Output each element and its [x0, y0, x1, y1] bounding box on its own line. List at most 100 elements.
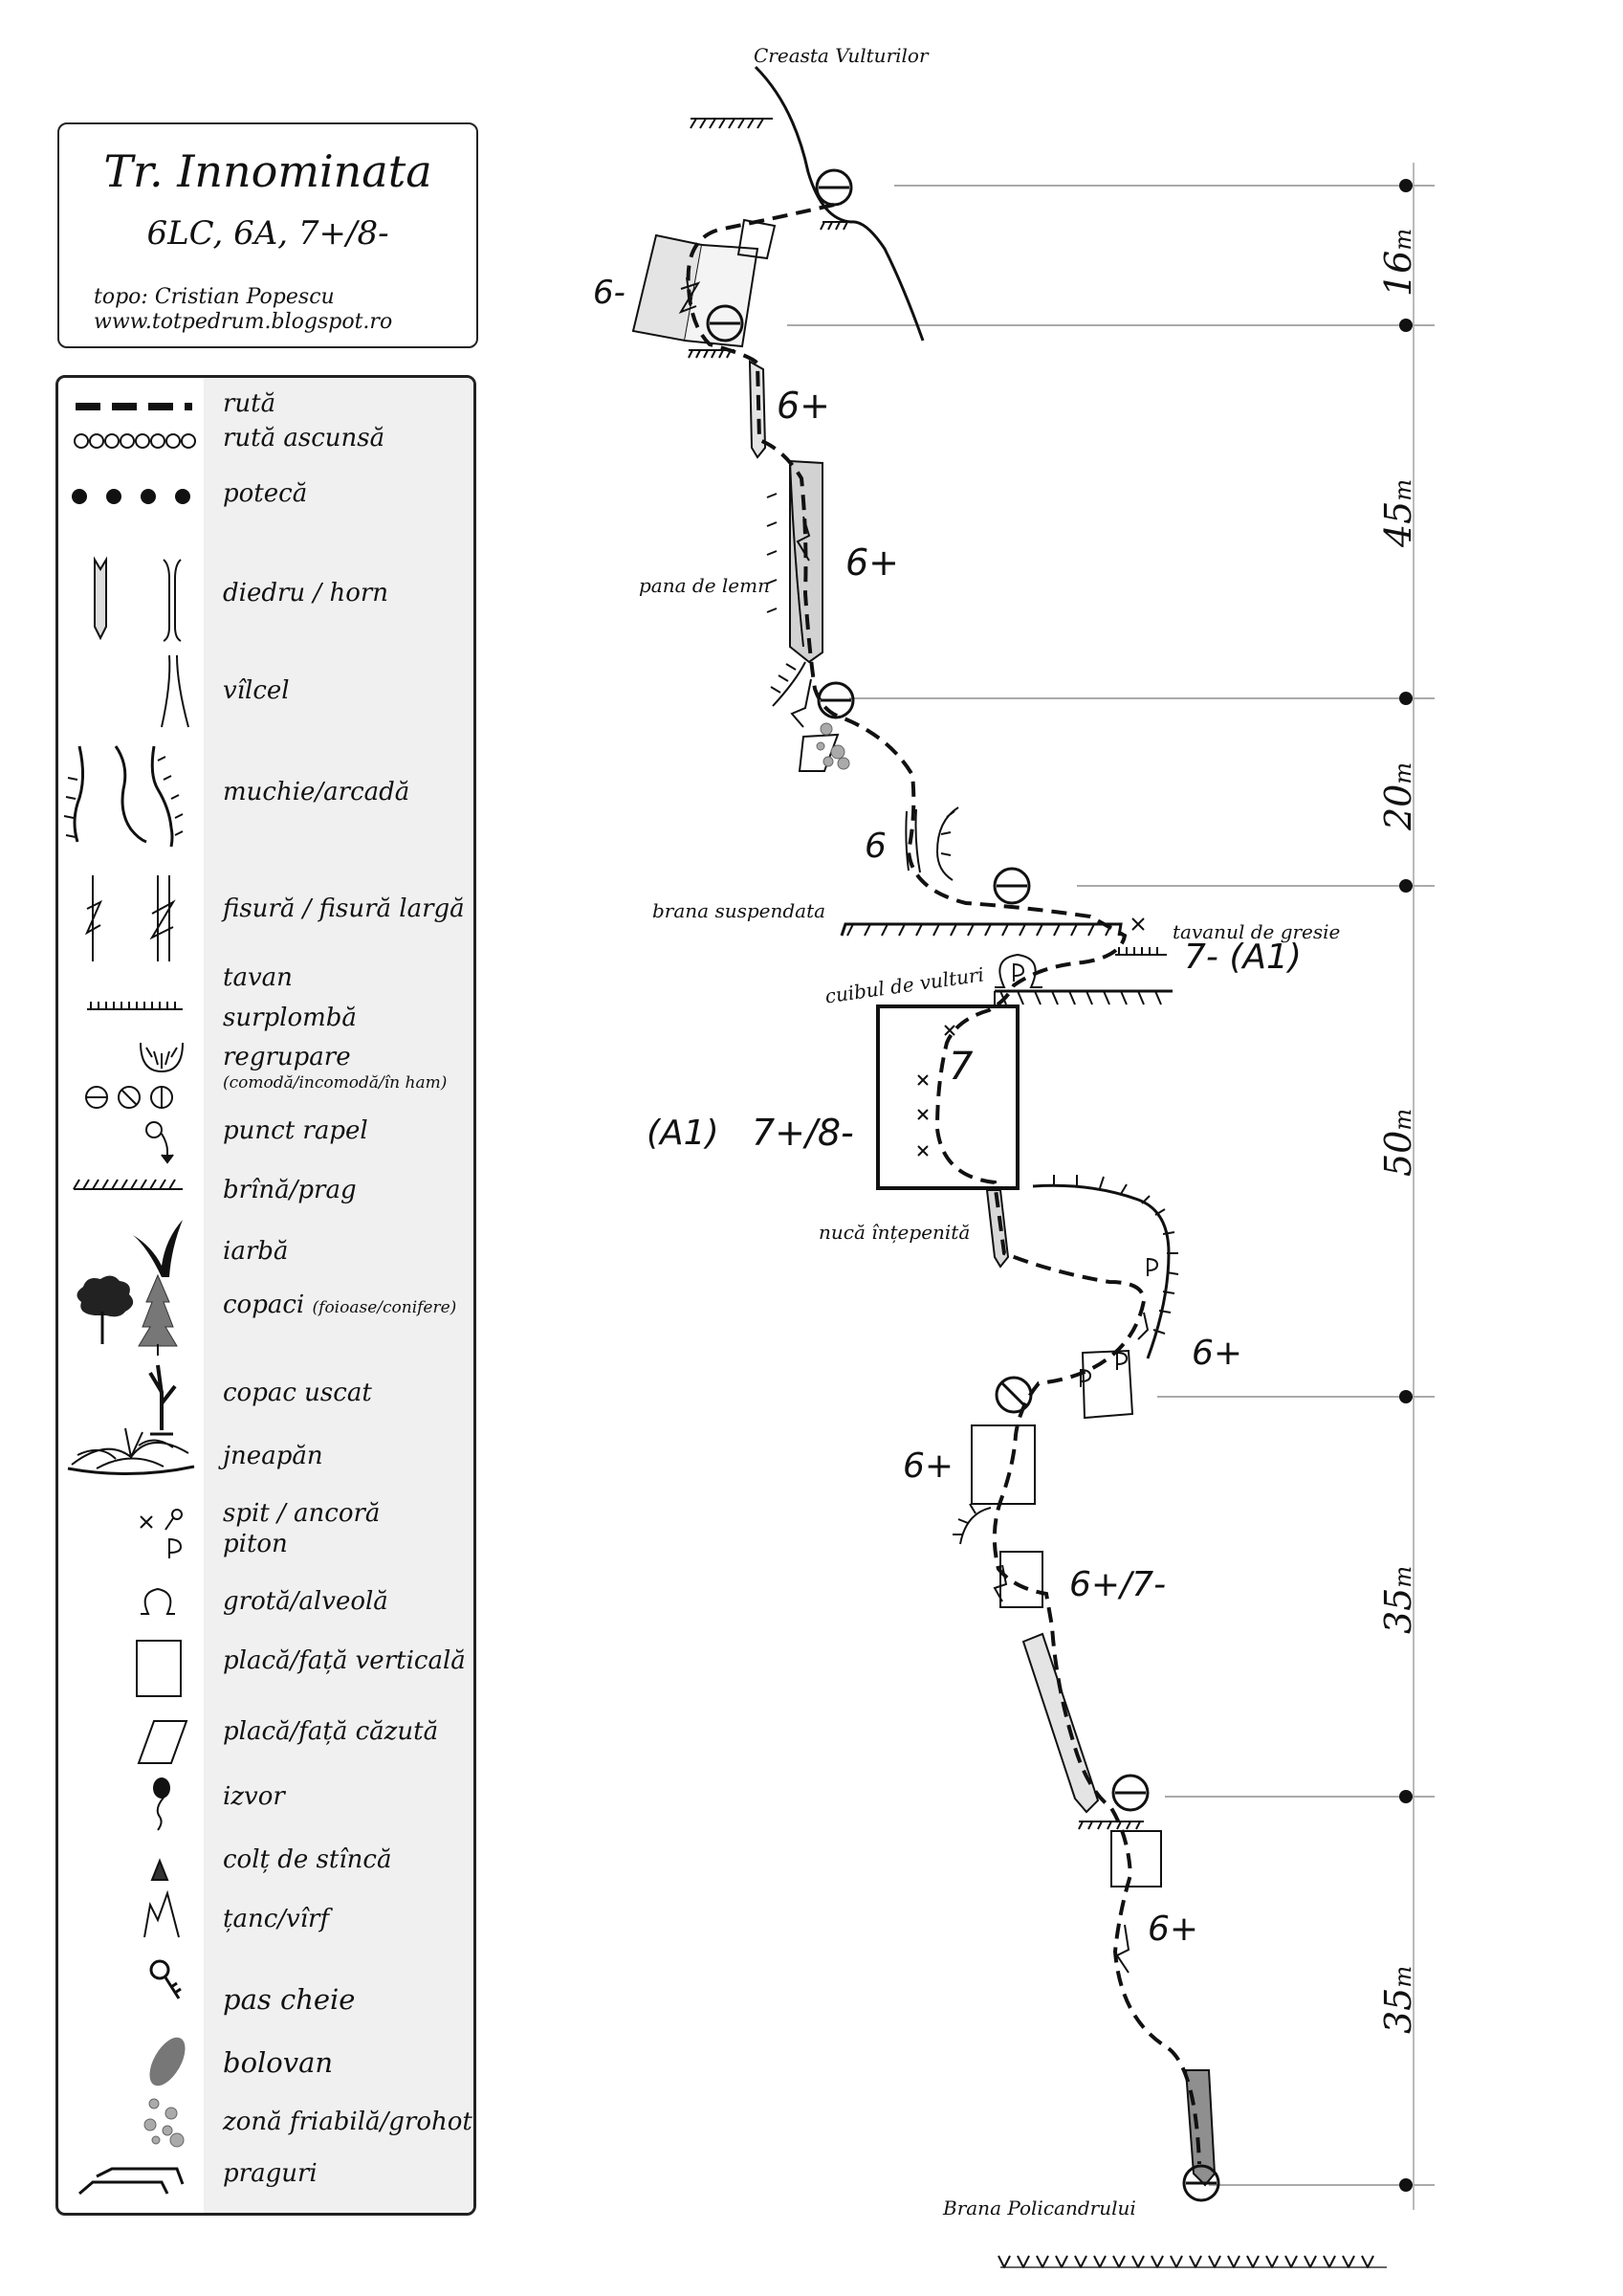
legend-label-pas-cheie: pas cheie [223, 1983, 356, 2016]
legend-label-diedru: diedru / horn [223, 579, 389, 607]
crux-slab [876, 1004, 1020, 1190]
pitch-6-slab [971, 1424, 1036, 1505]
label-brana-suspendata: brana suspendata [652, 899, 826, 922]
grade-roof: 7- (A1) [1184, 938, 1302, 977]
circle-chain-icon [74, 433, 196, 449]
distance-16: 16m [1377, 228, 1419, 297]
legend-label-spit: spit / ancoră [223, 1499, 381, 1528]
edge-arch-icon [63, 745, 184, 848]
grade-pitch-7: 6+ [1148, 1910, 1199, 1949]
gully-icon [161, 654, 189, 728]
legend-icons [63, 403, 196, 2196]
pitch-5-slab [1081, 1349, 1134, 1420]
belay-2 [706, 304, 744, 342]
scale-axis [787, 163, 1435, 2210]
legend-label-tavan: tavan [223, 963, 293, 992]
label-brana-policandrului: Brana Policandrului [943, 2197, 1136, 2219]
legend-label-izvor: izvor [223, 1782, 285, 1811]
pitch-6-overhang [953, 1503, 992, 1545]
key-icon [149, 1959, 182, 1999]
grade-aid: (A1) [647, 1114, 719, 1153]
boulder-icon [149, 2037, 186, 2086]
piton-a [1147, 1257, 1159, 1276]
trees-icon [77, 1273, 178, 1356]
grade-crux-box: 7 [949, 1045, 974, 1089]
legend-label-iarba: iarbă [223, 1237, 289, 1266]
legend-label-piton: piton [223, 1530, 288, 1558]
arch-edge [1032, 1175, 1179, 1359]
legend-label-bolovan: bolovan [223, 2046, 334, 2079]
spring-icon [153, 1777, 170, 1831]
crux-bolts [917, 1025, 955, 1157]
legend-label-ruta-ascunsa: rută ascunsă [223, 424, 385, 453]
legend-label-poteca: potecă [223, 479, 308, 508]
pinnacle-icon [143, 1889, 180, 1938]
ledge-icon [73, 1179, 183, 1190]
legend-label-brina: brînă/prag [223, 1176, 357, 1204]
label-nuca-intepenita: nucă înțepenită [819, 1221, 971, 1244]
legend-label-colt: colț de stîncă [223, 1845, 392, 1874]
legend-label-grota: grotă/alveolă [223, 1587, 388, 1616]
route-title: Tr. Innominata [103, 145, 432, 197]
bolt-anchor-icon [140, 1509, 183, 1531]
pitch-8-ledge [1078, 1821, 1162, 1974]
dwarf-pine-icon [67, 1427, 195, 1475]
grade-pitch-1: 6- [593, 274, 625, 312]
credit-author: topo: Cristian Popescu [94, 285, 335, 309]
legend-label-tanc: țanc/vîrf [223, 1905, 330, 1933]
legend-label-vilcel: vîlcel [223, 676, 290, 705]
dot-line-icon [72, 489, 190, 504]
legend-label-surplomba: surplombă [223, 1004, 357, 1032]
grade-crux: 7+/8- [752, 1112, 854, 1154]
legend-label-ruta: rută [223, 389, 276, 418]
legend-label-placa-verticala: placă/față verticală [223, 1646, 466, 1675]
grade-pitch-3: 6 [865, 827, 887, 866]
grass-icon [133, 1220, 183, 1277]
dead-tree-icon [148, 1364, 177, 1436]
roof-icon [87, 1002, 183, 1010]
legend-label-zona-friabila: zonă friabilă/grohotiș [223, 2108, 476, 2136]
distance-35-lower: 35m [1377, 1965, 1419, 2034]
steps-icon [78, 2167, 185, 2196]
legend-label-muchie: muchie/arcadă [223, 778, 410, 806]
belay-icons [85, 1086, 173, 1109]
credits: topo: Cristian Popescu www.totpedrum.blo… [94, 285, 392, 335]
grade-pitch-5b: 6+ [903, 1446, 954, 1486]
grade-pitch-2b: 6+ [845, 541, 900, 584]
belay-6 [1111, 1774, 1150, 1812]
pitch-6b-slab [999, 1551, 1043, 1608]
distance-35-upper: 35m [1377, 1565, 1419, 1634]
legend-label-rapel: punct rapel [223, 1116, 368, 1145]
vertical-slab-icon [136, 1640, 182, 1697]
legend-label-praguri: praguri [223, 2159, 318, 2188]
belay-7 [1182, 2164, 1220, 2202]
label-pana-de-lemn: pana de lemn [639, 574, 770, 597]
piton-b [1116, 1351, 1129, 1370]
belay-4 [993, 867, 1031, 905]
eagle-nest-cave [995, 953, 1042, 988]
pitch-1-features [631, 218, 777, 359]
base-grass [998, 2255, 1387, 2268]
rappel-icon [145, 1121, 174, 1164]
cave-icon [141, 1587, 175, 1615]
slab-icon [137, 1720, 188, 1764]
suspended-ledge [840, 917, 1173, 1005]
distance-45: 45m [1377, 478, 1419, 547]
legend-label-regrupare: regrupare (comodă/incomodă/în ham) [223, 1043, 448, 1093]
legend-label-fisura: fisură / fisură largă [223, 894, 465, 923]
distance-20: 20m [1377, 762, 1419, 830]
legend-label-copaci: copaci (foioase/conifere) [223, 1291, 457, 1319]
crack-icon [84, 875, 176, 961]
legend-panel: rută rută ascunsă potecă diedru / horn v… [55, 375, 476, 2216]
route-line [686, 203, 1201, 2165]
overhang-icon [140, 1042, 184, 1073]
dihedral-chimney-icon [94, 556, 182, 642]
legend-sub-regrupare: (comodă/incomodă/în ham) [223, 1073, 448, 1093]
credit-website: www.totpedrum.blogspot.ro [94, 310, 393, 334]
pitch-7-corner [1021, 1632, 1100, 1814]
summit-ridge [690, 65, 925, 342]
legend-label-jneapan: jneapăn [223, 1442, 323, 1470]
label-creasta-vulturilor: Creasta Vulturilor [754, 44, 929, 67]
legend-label-placa-cazuta: placă/față căzută [223, 1717, 439, 1746]
